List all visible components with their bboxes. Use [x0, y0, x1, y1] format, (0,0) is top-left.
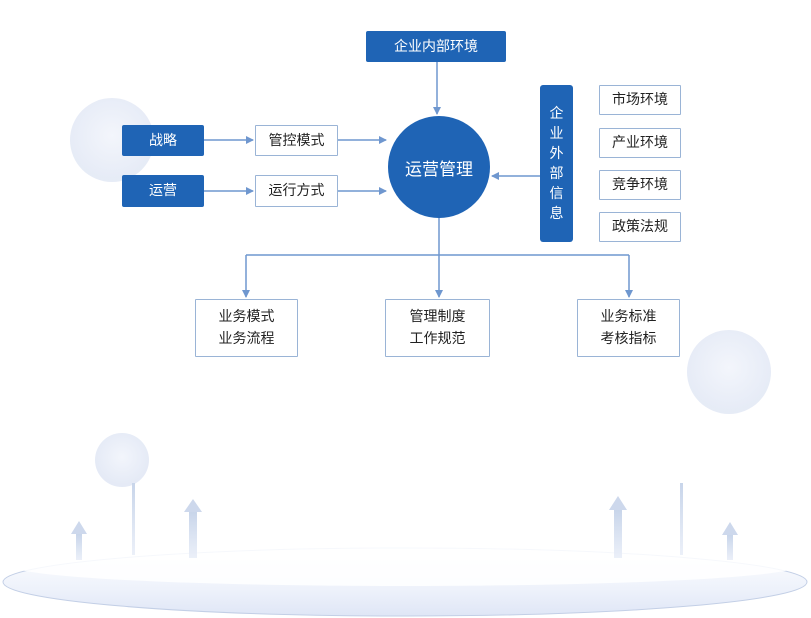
external-item-industry: 产业环境 [599, 128, 681, 158]
orb-bottom [95, 433, 149, 487]
external-label-char: 息 [549, 205, 564, 222]
output-line: 业务流程 [218, 331, 275, 347]
external-label-char: 外 [549, 145, 564, 162]
platform-top [13, 546, 797, 586]
rise-line [680, 483, 683, 555]
output-line: 考核指标 [600, 331, 657, 347]
external-label-char: 企 [549, 105, 564, 122]
rise-arrow [609, 496, 627, 558]
operations-management-node: 运营管理 [388, 116, 490, 218]
external-item-market: 市场环境 [599, 85, 681, 115]
external-label-char: 信 [549, 185, 564, 202]
output-business-standard-box: 业务标准 考核指标 [577, 299, 680, 357]
operations-box: 运营 [122, 175, 204, 207]
rise-arrow [184, 499, 202, 558]
rise-arrow [71, 521, 87, 560]
internal-environment-box: 企业内部环境 [366, 31, 506, 62]
rise-arrow [722, 522, 738, 560]
external-label-char: 部 [549, 165, 564, 182]
strategy-box: 战略 [122, 125, 204, 156]
rise-line [132, 483, 135, 555]
output-line: 业务模式 [218, 309, 275, 325]
orb-left [70, 98, 154, 182]
output-business-model-box: 业务模式 业务流程 [195, 299, 298, 357]
output-line: 工作规范 [409, 331, 466, 347]
external-item-policy: 政策法规 [599, 212, 681, 242]
external-item-competition: 竞争环境 [599, 170, 681, 200]
output-line: 管理制度 [409, 309, 466, 325]
external-information-bar: 企 业 外 部 信 息 [540, 85, 573, 242]
output-management-system-box: 管理制度 工作规范 [385, 299, 490, 357]
orb-right [687, 330, 771, 414]
output-line: 业务标准 [600, 309, 657, 325]
operation-method-box: 运行方式 [255, 175, 338, 207]
external-label-char: 业 [549, 125, 564, 142]
control-mode-box: 管控模式 [255, 125, 338, 156]
